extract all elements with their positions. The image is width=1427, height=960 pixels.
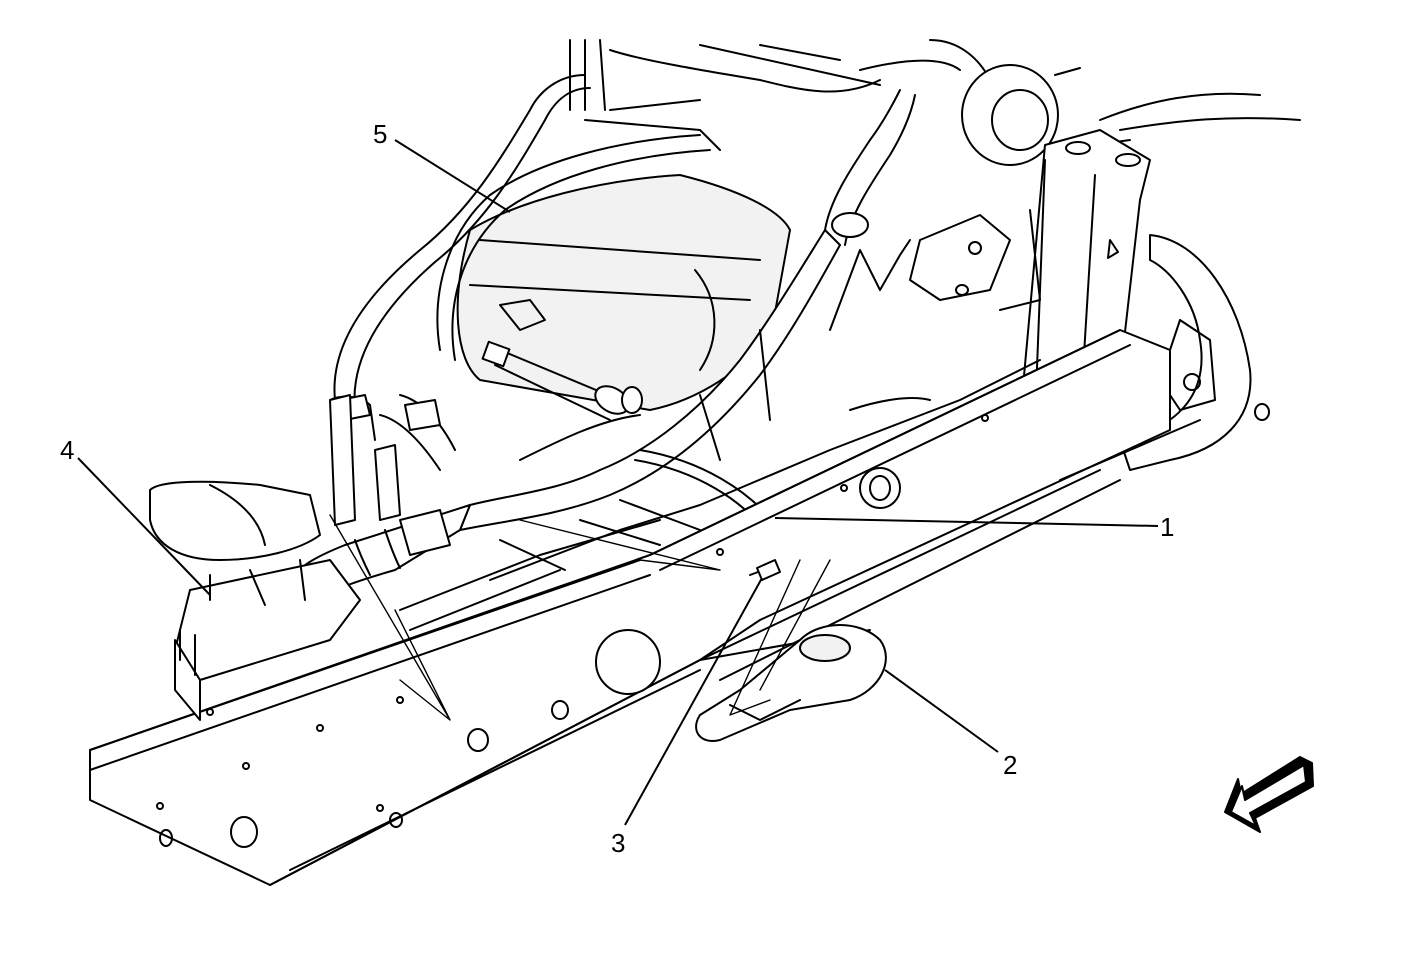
module-box bbox=[149, 394, 401, 721]
harness-clip-upper bbox=[831, 212, 869, 238]
leader-2 bbox=[884, 669, 999, 753]
leader-3 bbox=[624, 577, 763, 826]
rail-access-hole bbox=[595, 629, 661, 695]
leader-1 bbox=[774, 517, 1159, 527]
callout-1: 1 bbox=[1160, 512, 1174, 542]
rail-grommet bbox=[859, 467, 901, 509]
direction-arrow-icon bbox=[1224, 756, 1314, 833]
callout-4: 4 bbox=[60, 435, 74, 465]
harness-clamp bbox=[399, 509, 451, 556]
leader-5 bbox=[394, 139, 511, 213]
harness-loop bbox=[333, 74, 721, 421]
callout-3: 3 bbox=[611, 828, 625, 858]
frame-rail bbox=[89, 329, 1201, 886]
cross-rail bbox=[399, 209, 1041, 631]
callout-5: 5 bbox=[373, 119, 387, 149]
leader-4 bbox=[77, 457, 211, 596]
bushing bbox=[961, 64, 1059, 166]
bolt bbox=[749, 559, 781, 581]
callout-2: 2 bbox=[1003, 750, 1017, 780]
seat-cushion bbox=[456, 174, 791, 411]
callout-leaders bbox=[77, 139, 1159, 826]
callout-labels: 1 2 3 4 5 bbox=[60, 119, 1174, 858]
reference-lines bbox=[329, 514, 831, 721]
